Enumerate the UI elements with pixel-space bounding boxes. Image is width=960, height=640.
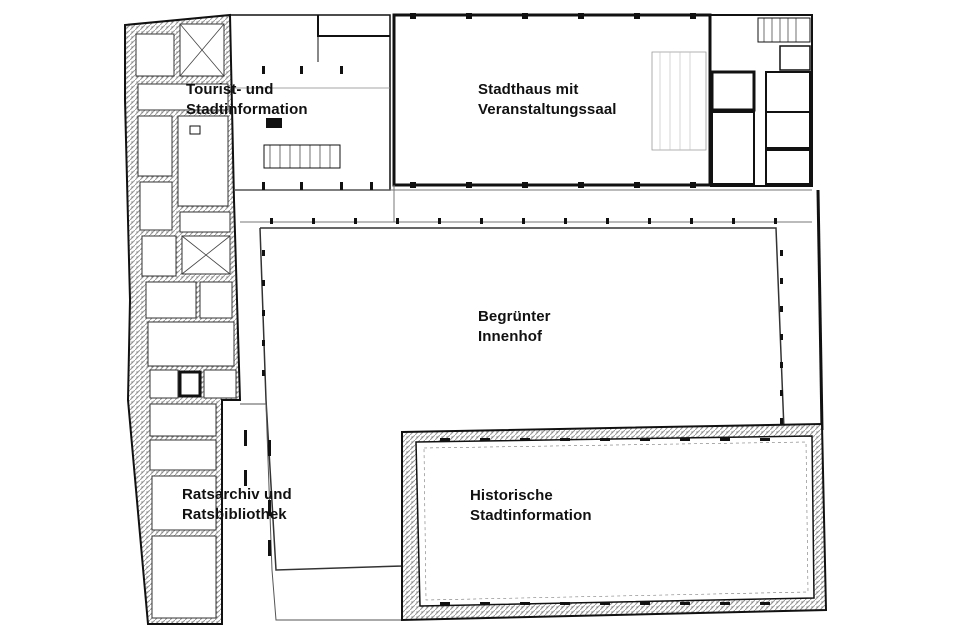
pillar [774,218,777,224]
pillar [560,438,570,441]
pillar [480,438,490,441]
pillar [780,334,783,340]
pillar [780,250,783,256]
pillar [480,218,483,224]
label-stadthaus: Stadthaus mit Veranstaltungssaal [478,81,617,118]
pillar [340,66,343,74]
pillar [410,13,416,19]
pillar [340,182,343,190]
pillar [648,218,651,224]
pillar [262,66,265,74]
pillar [262,280,265,286]
pillar [780,362,783,368]
pillar [680,438,690,441]
pillar [690,13,696,19]
pillar [690,182,696,188]
historic-building [401,422,828,622]
east-service-block [710,14,813,187]
pillar [440,438,450,441]
pillar [268,440,271,456]
pillar [578,13,584,19]
pillar [780,278,783,284]
pillar [262,340,265,346]
pillar [680,602,690,605]
pillar [438,218,441,224]
pillar [720,438,730,441]
pillar [262,370,265,376]
pillar [396,218,399,224]
pillar [312,218,315,224]
pillar [300,182,303,190]
label-tourist-info: Tourist- und Stadtinformation [186,81,308,118]
pillar [760,438,770,441]
pillar [262,182,265,190]
pillar [522,182,528,188]
pillar [564,218,567,224]
pillar [370,182,373,190]
label-historische: Historische Stadtinformation [470,487,592,524]
pillar [760,602,770,605]
label-ratsarchiv: Ratsarchiv und Ratsbibliothek [182,486,292,523]
pillar [522,218,525,224]
pillar [268,540,271,556]
pillar [522,13,528,19]
pillar [600,438,610,441]
pillar [578,182,584,188]
pillar [268,500,271,516]
pillar [410,182,416,188]
pillar [520,602,530,605]
pillar [560,602,570,605]
pillar [262,250,265,256]
pillar [466,13,472,19]
pillar [354,218,357,224]
pillar [300,66,303,74]
pillar [732,218,735,224]
pillar [480,602,490,605]
label-innenhof: Begrünter Innenhof [478,308,551,345]
pillar [440,602,450,605]
pillar [640,602,650,605]
west-wing [124,13,242,625]
pillar [634,182,640,188]
pillar [690,218,693,224]
corridor [234,185,812,223]
pillar [520,438,530,441]
pillar [600,602,610,605]
pillar [780,390,783,396]
pillar [720,602,730,605]
pillar [244,470,247,486]
pillar [780,418,783,424]
pillar [262,310,265,316]
structural-pillars [244,13,783,605]
pillar [466,182,472,188]
pillar [244,430,247,446]
pillar [634,13,640,19]
stadthaus-hall [392,13,712,187]
pillar [270,218,273,224]
pillar [780,306,783,312]
pillar [606,218,609,224]
pillar [640,438,650,441]
